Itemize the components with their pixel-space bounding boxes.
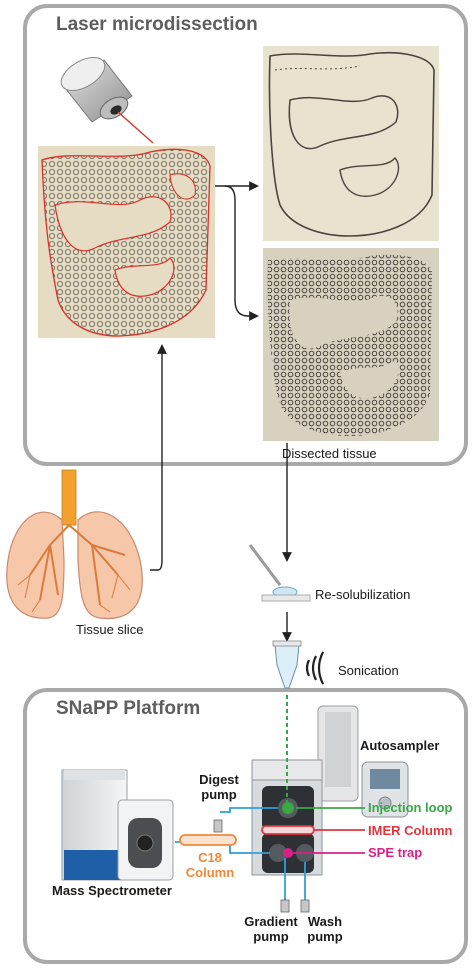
- resolubilization-label: Re-solubilization: [315, 587, 411, 602]
- tissue-slice-label: Tissue slice: [76, 622, 144, 637]
- tissue-slide-image: [38, 146, 215, 338]
- pump-connectors: [213, 819, 310, 913]
- sample-tube-icon: [272, 640, 302, 689]
- laser-camera-icon: [60, 57, 133, 123]
- laser-section-frame: [23, 4, 468, 466]
- arrow-to-dissected-tissue: [224, 185, 259, 321]
- injection-loop-icon: [282, 802, 294, 814]
- snapp-section-frame: [23, 688, 468, 964]
- laser-section-title: Laser microdissection: [56, 14, 258, 35]
- arrow-tissue-to-slide: [150, 344, 167, 571]
- lungs-icon: [6, 469, 143, 620]
- imer-column-icon: [261, 825, 315, 835]
- gradient-pump-label: Gradient pump: [244, 914, 298, 944]
- mass-spectrometer-label: Mass Spectrometer: [52, 883, 172, 898]
- wash-pump-label: Wash pump: [307, 914, 343, 944]
- laser-beam: [117, 111, 154, 144]
- imer-column-label: IMER Column: [368, 823, 453, 838]
- sonication-label: Sonication: [338, 663, 399, 678]
- dissected-tissue-label: Dissected tissue: [282, 446, 377, 461]
- spe-trap-label: SPE trap: [368, 845, 423, 860]
- snapp-section-title: SNaPP Platform: [56, 698, 201, 719]
- dissected-tissue-image: [263, 248, 439, 441]
- pipette-dish-icon: [248, 544, 311, 602]
- spe-trap-icon: [283, 848, 293, 858]
- digest-pump-label: Digest pump: [199, 772, 239, 802]
- c18-column-label: C18 Column: [185, 850, 235, 880]
- c18-column-icon: [179, 834, 237, 846]
- sonication-waves-icon: [305, 651, 324, 685]
- injection-loop-label: Injection loop: [368, 800, 453, 815]
- autosampler-label: Autosampler: [360, 738, 440, 753]
- autosampler-icon: [317, 705, 409, 818]
- remaining-tissue-image: [263, 46, 439, 241]
- mass-spectrometer-icon: [61, 769, 174, 881]
